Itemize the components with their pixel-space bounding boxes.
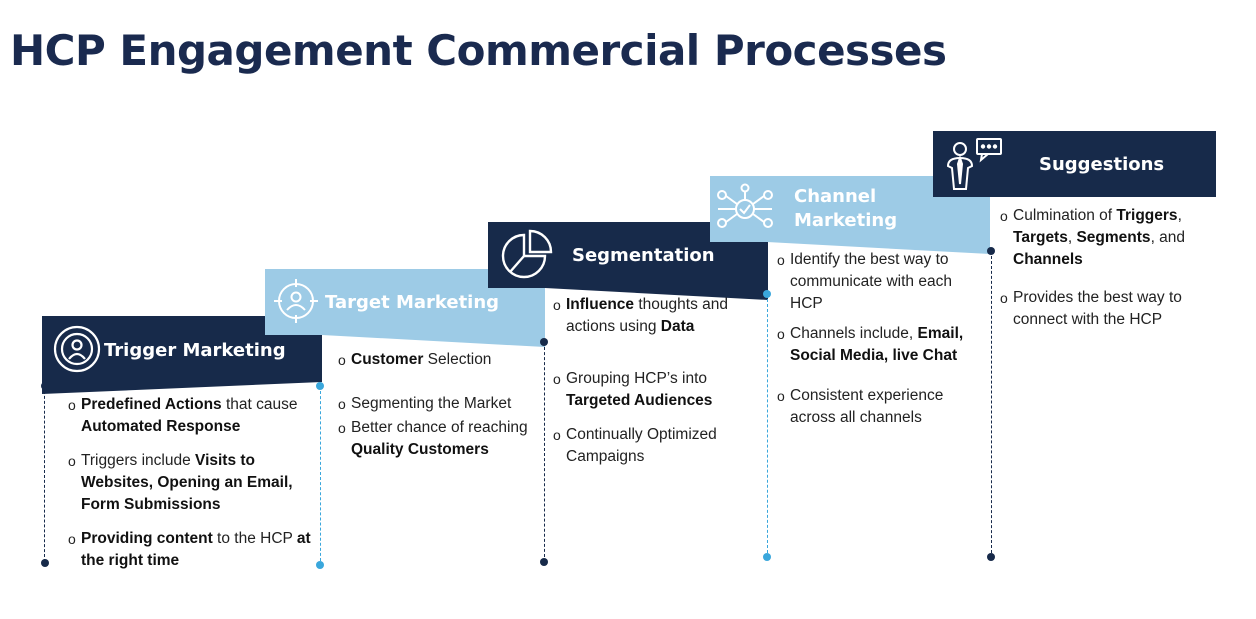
network-check-icon [716, 183, 774, 240]
broadcast-person-icon [52, 324, 102, 379]
step-label: Segmentation [572, 245, 715, 266]
bullet-item: Predefined Actions that cause Automated … [68, 394, 316, 438]
page-title: HCP Engagement Commercial Processes [10, 26, 947, 75]
connector-dot [316, 382, 324, 390]
connector-dot [41, 382, 49, 390]
connector-dot [41, 559, 49, 567]
bullet-item: Culmination of Triggers, Targets, Segmen… [1000, 205, 1210, 271]
bullet-item: Channels include, Email, Social Media, l… [777, 323, 977, 367]
bullets-segmentation: Influence thoughts and actions using Dat… [553, 294, 753, 478]
bullet-item: Providing content to the HCP at the righ… [68, 528, 316, 572]
step-label: Channel Marketing [794, 186, 898, 231]
bullet-item: Identify the best way to communicate wit… [777, 249, 977, 315]
connector-dot [540, 338, 548, 346]
step-label: Suggestions [1039, 154, 1165, 175]
bullet-item: Consistent experience across all channel… [777, 385, 977, 429]
bullets-trigger-marketing: Predefined Actions that cause Automated … [68, 394, 316, 582]
bullets-suggestions: Culmination of Triggers, Targets, Segmen… [1000, 205, 1210, 341]
pie-chart-icon [500, 229, 554, 286]
bullets-target-marketing: Customer SelectionSegmenting the MarketB… [338, 349, 538, 471]
connector-dot [987, 247, 995, 255]
connector-dot [987, 553, 995, 561]
connector-dot [316, 561, 324, 569]
bullet-item: Continually Optimized Campaigns [553, 424, 753, 468]
bullets-channel-marketing: Identify the best way to communicate wit… [777, 249, 977, 439]
bullet-item: Customer Selection [338, 349, 538, 371]
bullet-item: Influence thoughts and actions using Dat… [553, 294, 753, 338]
step-label: Trigger Marketing [104, 340, 286, 361]
step-label: Target Marketing [325, 292, 500, 313]
connector-dot [763, 290, 771, 298]
bullet-item: Better chance of reaching Quality Custom… [338, 417, 538, 461]
target-person-icon [272, 277, 320, 330]
bullet-item: Grouping HCP’s into Targeted Audiences [553, 368, 753, 412]
bullet-item: Triggers include Visits to Websites, Ope… [68, 450, 316, 516]
bullet-item: Provides the best way to connect with th… [1000, 287, 1210, 331]
bullet-item: Segmenting the Market [338, 393, 538, 415]
step-header-suggestions: Suggestions [933, 131, 1216, 197]
person-speech-icon [943, 136, 1005, 197]
connector-dot [763, 553, 771, 561]
connector-dot [540, 558, 548, 566]
